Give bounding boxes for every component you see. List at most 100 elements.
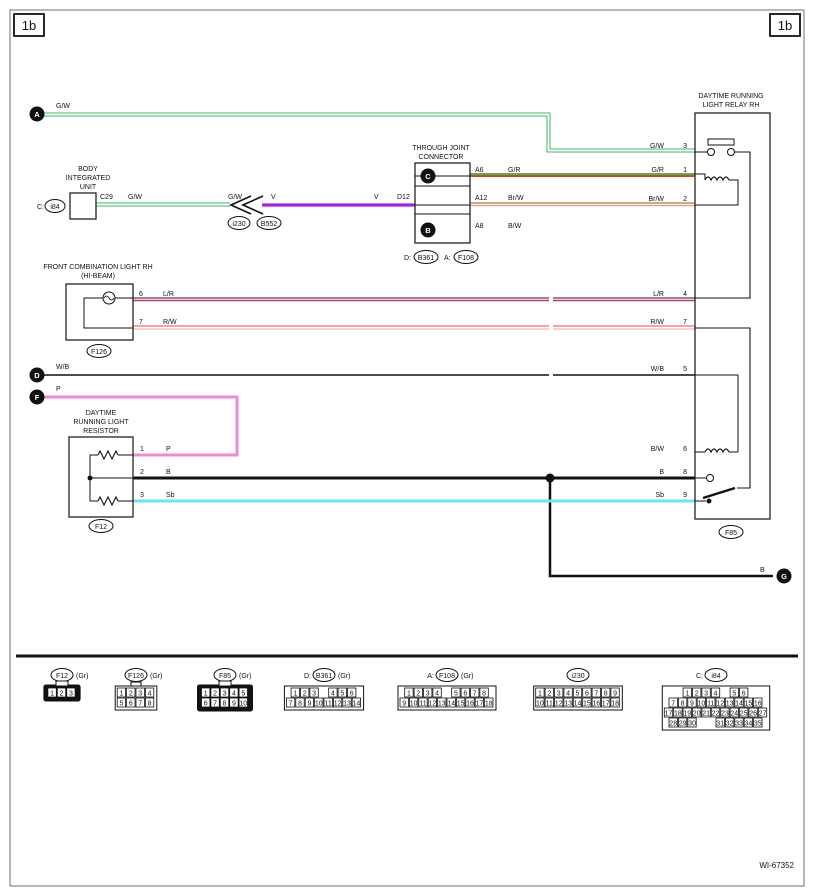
legend-pin: 21 [702,710,710,717]
legend-pin-cell [229,687,239,698]
legend-pin: 8 [223,700,227,707]
legend-pin-cell [678,697,688,708]
svg-text:BODY: BODY [78,166,98,173]
legend-pin: 14 [447,700,455,707]
legend-pin-cell [610,697,620,708]
legend-pin-cell [678,717,688,728]
legend-pin: 7 [473,690,477,697]
legend-pin: 4 [148,690,152,697]
svg-text:Sb: Sb [655,492,664,499]
figure-id: WI-67352 [759,861,794,870]
legend-pin: 14 [735,700,743,707]
body-integrated-unit: BODY INTEGRATED UNIT C: i84 C29 G/W [37,166,142,220]
legend-pin: 35 [754,720,762,727]
legend-pin: 26 [749,710,757,717]
legend-pin: 12 [716,700,724,707]
svg-text:7: 7 [683,319,687,326]
svg-text:6: 6 [683,446,687,453]
legend-pin: 6 [463,690,467,697]
legend-pin: 5 [454,690,458,697]
svg-text:V: V [271,194,276,201]
svg-text:A12: A12 [475,195,488,202]
wire-gw-body [96,202,230,207]
legend-pin: 2 [547,690,551,697]
legend-pin: 14 [574,700,582,707]
legend-pin-cell [300,687,310,698]
badge-a: A [29,106,45,122]
legend-pin: 29 [679,720,687,727]
legend-pin-cell [470,687,480,698]
svg-text:(HI-BEAM): (HI-BEAM) [81,273,115,280]
legend-pin-cell [455,697,466,708]
svg-text:Sb: Sb [166,492,175,499]
legend-pin: 7 [594,690,598,697]
legend-pin: 18 [674,710,682,717]
svg-text:R/W: R/W [650,319,664,326]
svg-text:C:: C: [37,204,44,211]
legend-pin-cell [710,707,721,718]
legend-pin-cell [734,697,744,708]
legend-pin: 2 [695,690,699,697]
svg-text:G/W: G/W [128,194,142,201]
svg-text:A6: A6 [475,167,484,174]
legend-pin: 1 [538,690,542,697]
legend-pin: 16 [592,700,600,707]
legend-pin-cell [47,687,57,698]
legend-prefix: A: [427,673,434,680]
legend-pin: 1 [685,690,689,697]
legend-pin: 6 [204,700,208,707]
front-combination-light: FRONT COMBINATION LIGHT RH (HI-BEAM) 6 7… [43,264,177,358]
svg-text:G/W: G/W [228,194,242,201]
legend-pin: 12 [429,700,437,707]
svg-text:G: G [781,572,787,581]
legend-pin: 13 [726,700,734,707]
legend-pin: 4 [435,690,439,697]
legend-pin-cell [720,707,730,718]
legend-pin-cell [554,697,564,708]
legend-pin: 5 [119,700,123,707]
legend-pin-cell [432,687,442,698]
legend-prefix: C: [696,673,703,680]
page-code-left: 1b [22,18,36,33]
legend-pin: 16 [466,700,474,707]
legend-pin-cell [591,687,601,698]
legend-pin: 24 [730,710,738,717]
svg-text:9: 9 [683,492,687,499]
legend-pin: 11 [419,700,426,707]
svg-text:i84: i84 [50,204,59,211]
legend-pin: 25 [740,710,748,717]
page-code-box-left [13,13,45,37]
legend-pin: 9 [613,690,617,697]
svg-text:B/W: B/W [651,446,665,453]
svg-text:8: 8 [683,469,687,476]
legend-pin: 33 [735,720,743,727]
wire-brw [470,202,695,207]
legend-pin-cell [210,697,220,708]
legend-pin-cell [701,707,711,718]
svg-text:1: 1 [683,167,687,174]
legend-pin: 9 [690,700,694,707]
legend-pin-cell [663,707,674,718]
legend-pin-cell [451,687,461,698]
svg-text:B: B [425,226,431,235]
legend-pin-cell [351,697,362,708]
svg-text:THROUGH JOINT: THROUGH JOINT [412,145,470,152]
legend-code: F12 [56,673,68,680]
relay-title-2: LIGHT RELAY RH [703,102,760,109]
legend-pin-cell [687,717,697,728]
legend-color: (Gr) [239,673,251,680]
svg-text:G/R: G/R [652,167,664,174]
svg-text:UNIT: UNIT [80,184,97,191]
legend-pin-cell [56,687,67,698]
svg-text:INTEGRATED: INTEGRATED [66,175,111,182]
legend-pin: 7 [138,700,142,707]
legend-pin-cell [572,687,583,698]
svg-text:B552: B552 [261,221,277,228]
legend-pin: 10 [315,700,323,707]
legend-pin: 13 [438,700,446,707]
legend-pin-cell [399,697,409,708]
legend-pin: 2 [213,690,217,697]
legend-pin-cell [446,697,456,708]
